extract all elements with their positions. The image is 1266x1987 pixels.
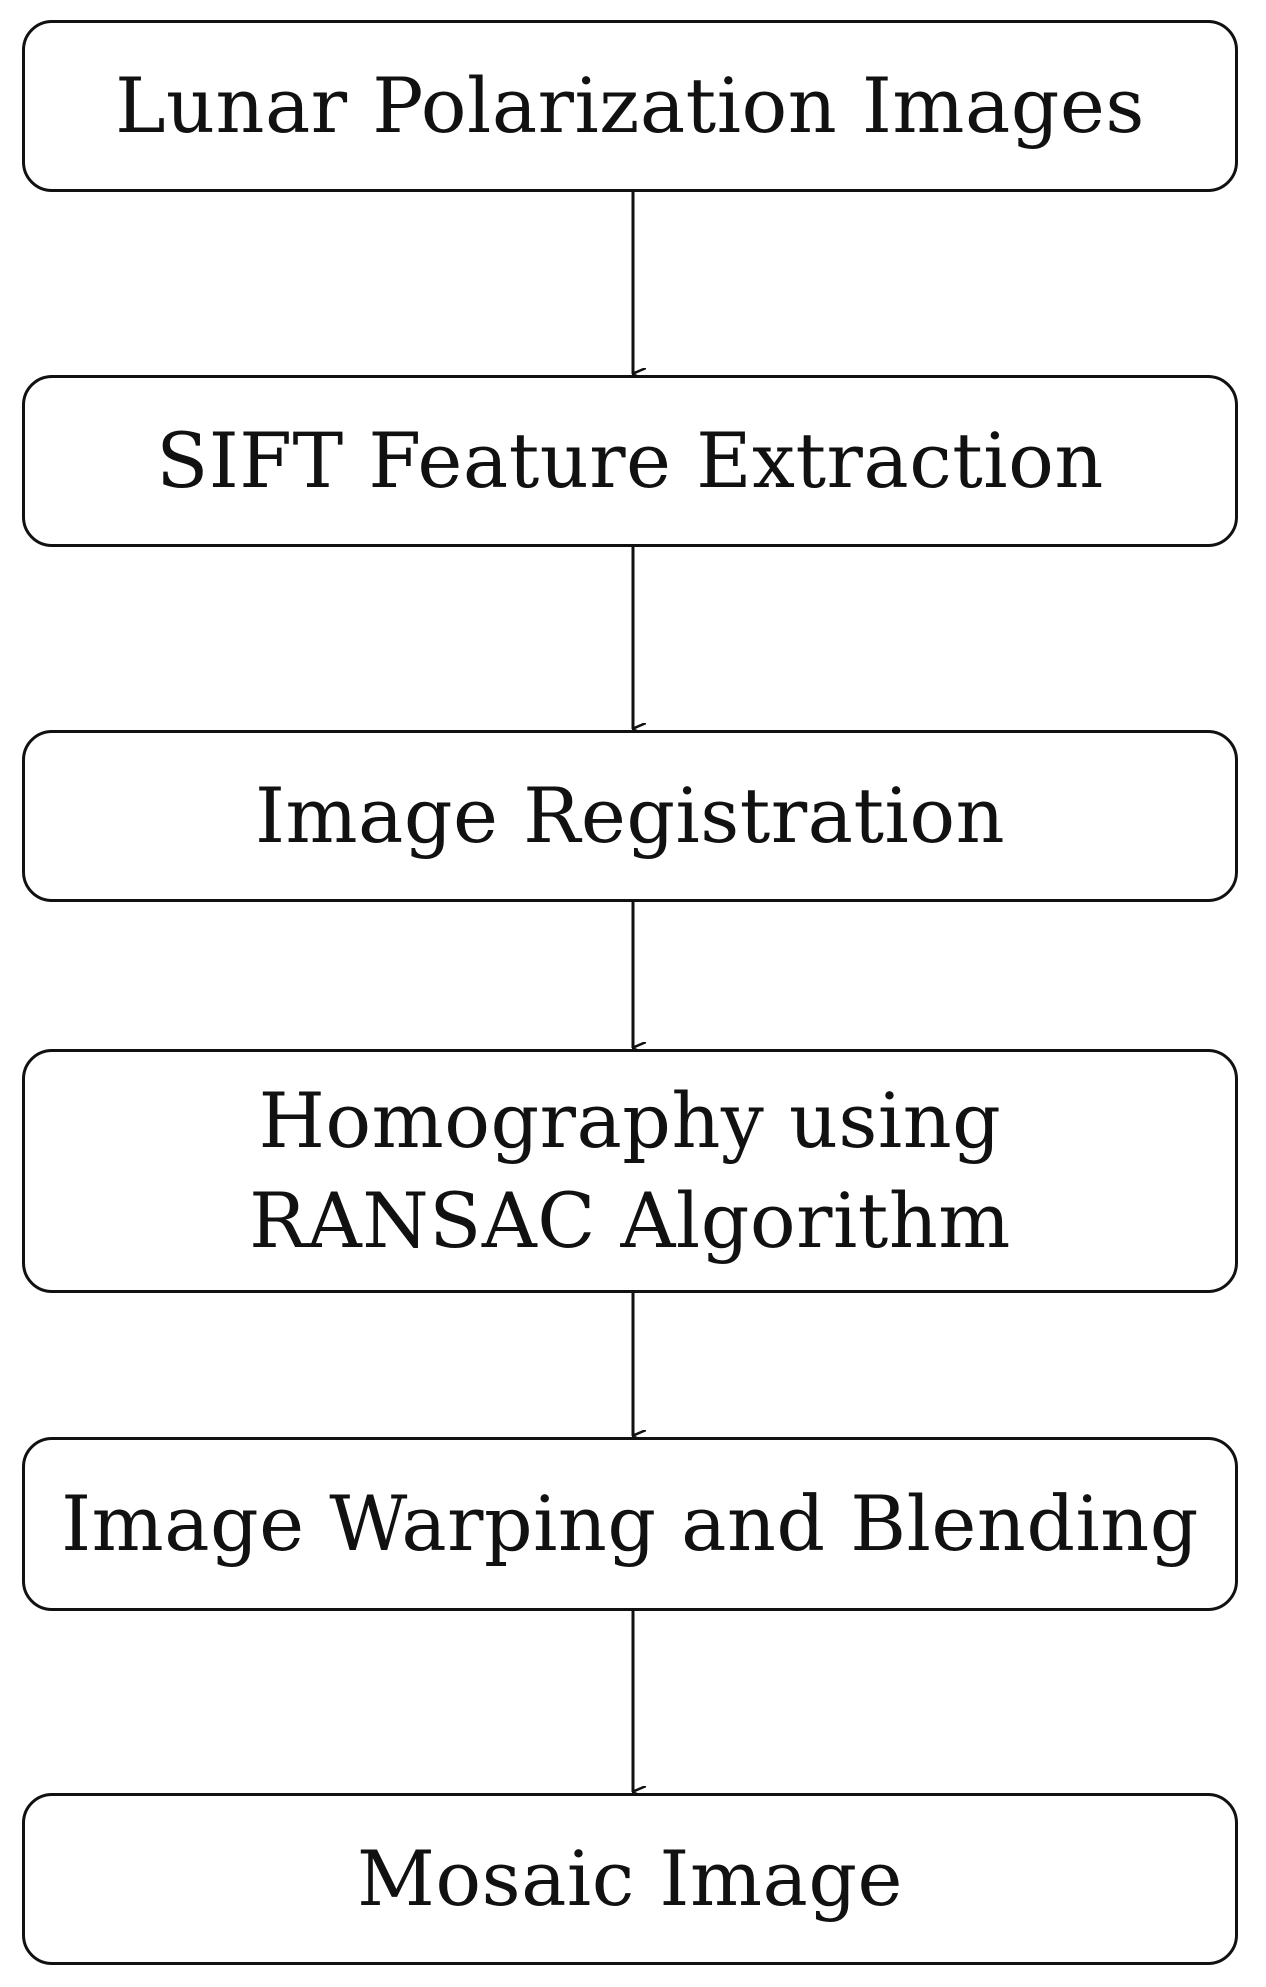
step-4-label-line-1: Homography using	[258, 1076, 1002, 1165]
step-sift-feature-extraction: SIFT Feature Extraction	[22, 375, 1238, 547]
step-2-label: SIFT Feature Extraction	[156, 416, 1104, 505]
step-4-label-line-2: RANSAC Algorithm	[249, 1176, 1011, 1265]
step-3-label: Image Registration	[254, 771, 1006, 860]
step-1-label: Lunar Polarization Images	[115, 61, 1145, 150]
step-mosaic-image: Mosaic Image	[22, 1793, 1238, 1965]
step-image-registration: Image Registration	[22, 730, 1238, 902]
step-5-label: Image Warping and Blending	[61, 1479, 1199, 1568]
step-lunar-polarization-images: Lunar Polarization Images	[22, 20, 1238, 192]
step-6-label: Mosaic Image	[357, 1834, 903, 1923]
step-homography-ransac: Homography using RANSAC Algorithm	[22, 1049, 1238, 1293]
step-image-warping-blending: Image Warping and Blending	[22, 1437, 1238, 1611]
